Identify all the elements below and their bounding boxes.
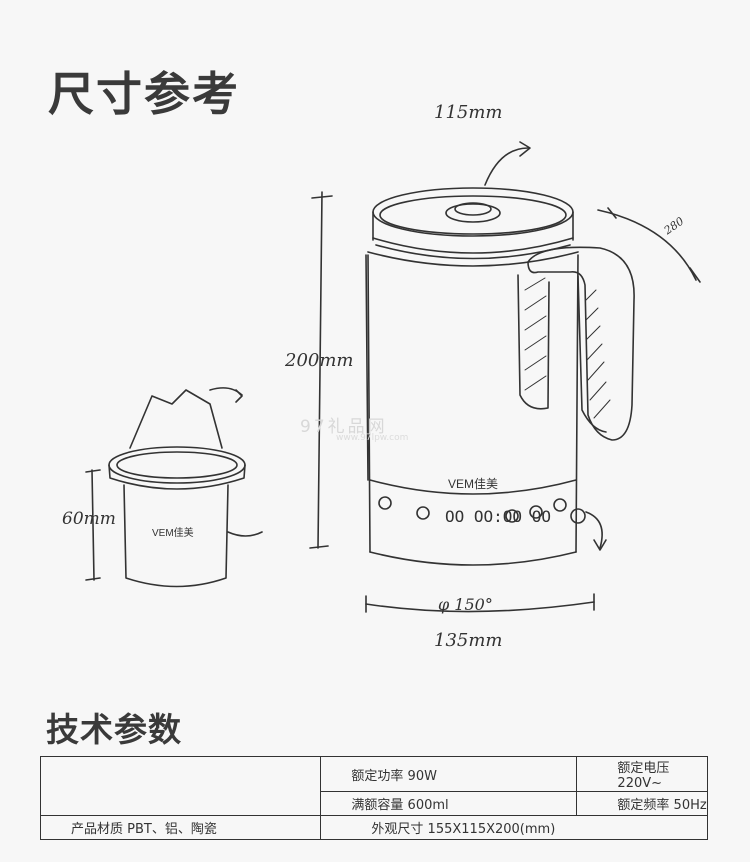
spec-blank-cell (39, 756, 322, 816)
watermark-text: 97礼品网 (300, 417, 388, 437)
spec-rated-frequency: 额定频率 50Hz (576, 791, 708, 816)
kettle-lid (372, 187, 574, 260)
table-row: 额定功率 90W 额定电压 220V~ (39, 756, 708, 816)
dimensions-title: 尺寸参考 (48, 67, 240, 121)
product-sketch: 115mm 200mm φ 150° 135mm 280 60mm VEM佳美 … (62, 102, 701, 651)
base-width-line (365, 601, 595, 613)
height-line (317, 191, 323, 549)
button-arrow (585, 511, 603, 549)
kettle-body (365, 251, 579, 566)
spec-rated-voltage: 额定电压 220V~ (576, 756, 708, 792)
specs-title: 技术参数 (46, 710, 182, 749)
kettle-handle (517, 246, 635, 441)
height-label: 200mm (284, 350, 354, 371)
infuser-brand-label: VEM佳美 (152, 526, 194, 539)
base-width-label: 135mm (434, 630, 503, 651)
top-width-label: 115mm (434, 102, 503, 123)
control-buttons (378, 496, 586, 524)
spec-dimensions: 外观尺寸 155X115X200(mm) (320, 815, 708, 840)
kettle-brand-label: VEM佳美 (448, 477, 498, 491)
table-row: 满额容量 600ml 额定频率 50Hz (41, 791, 708, 816)
spec-rated-power: 额定功率 90W (320, 756, 578, 792)
lid-arrow (484, 147, 529, 186)
display-panel: ΟΟ ΟΟ:ΟΟ ΟΟ (445, 507, 551, 526)
angle-label: 280 (661, 214, 686, 237)
watermark-url: www.97lpw.com (336, 433, 409, 443)
infuser-sketch (85, 387, 263, 588)
spec-capacity: 满额容量 600ml (320, 791, 578, 816)
spec-material: 产品材质 PBT、铝、陶瓷 (39, 815, 322, 840)
spec-table: 额定功率 90W 额定电压 220V~ 满额容量 600ml 额定频率 50Hz… (39, 756, 708, 840)
table-row: 产品材质 PBT、铝、陶瓷 外观尺寸 155X115X200(mm) (39, 815, 708, 840)
infuser-height-label: 60mm (62, 509, 116, 529)
diameter-label: φ 150° (438, 595, 493, 614)
